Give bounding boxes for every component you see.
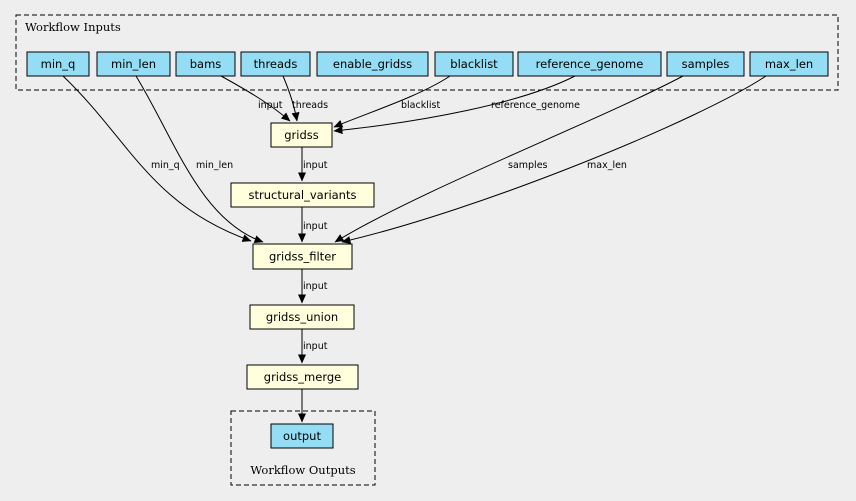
input-node-min-q[interactable]: min_q (26, 51, 90, 77)
input-node-samples[interactable]: samples (666, 51, 745, 77)
edge-line (135, 75, 264, 243)
step-node-gridss-union[interactable]: gridss_union (249, 304, 355, 330)
input-node-box[interactable] (240, 51, 311, 77)
edge-label: input (303, 281, 328, 292)
step-node-box[interactable] (246, 364, 359, 390)
step-node-box[interactable] (270, 122, 333, 148)
input-node-max-len[interactable]: max_len (749, 51, 829, 77)
edge-bams-to-gridss: input (220, 75, 291, 122)
workflow-outputs-label: Workflow Outputs (250, 463, 355, 477)
edge-label: reference_genome (491, 100, 580, 111)
input-node-box[interactable] (517, 51, 662, 77)
edge-label: input (303, 221, 328, 232)
input-node-box[interactable] (434, 51, 514, 77)
step-node-box[interactable] (249, 304, 355, 330)
input-node-box[interactable] (96, 51, 171, 77)
edge-structural_variants-to-gridss_filter: input (298, 207, 328, 243)
edge-threads-to-gridss: threads (282, 75, 328, 122)
edge-line (333, 75, 576, 135)
input-node-label: enable_gridss (333, 57, 412, 71)
input-node-box[interactable] (175, 51, 236, 77)
input-node-threads[interactable]: threads (240, 51, 311, 77)
edge-label: min_len (196, 160, 233, 171)
output-node-label: output (283, 429, 321, 443)
edge-line (333, 75, 451, 128)
edge-label: input (303, 160, 328, 171)
output-node-output[interactable]: output (270, 423, 334, 449)
edge-samples-to-gridss_filter: samples (334, 75, 684, 243)
workflow-inputs-cluster: Workflow Inputs (15, 14, 839, 91)
workflow-outputs-cluster: Workflow Outputs (230, 410, 376, 486)
edge-min_q-to-gridss_filter: min_q (62, 75, 252, 242)
step-node-gridss-merge[interactable]: gridss_merge (246, 364, 359, 390)
step-node-label: gridss_merge (264, 370, 341, 384)
step-node-structural-variants[interactable]: structural_variants (230, 182, 375, 208)
input-node-box[interactable] (749, 51, 829, 77)
edge-line (62, 75, 252, 242)
edge-line (282, 75, 300, 122)
step-node-label: gridss (284, 128, 319, 142)
edge-gridss-to-structural_variants: input (298, 147, 328, 182)
input-node-box[interactable] (666, 51, 745, 77)
edge-label: input (303, 341, 328, 352)
workflow-inputs-label: Workflow Inputs (25, 20, 121, 34)
edge-min_len-to-gridss_filter: min_len (135, 75, 264, 243)
edge-label: blacklist (401, 100, 440, 111)
edge-line (220, 75, 291, 122)
input-node-label: min_q (41, 57, 76, 71)
input-node-label: blacklist (450, 57, 498, 71)
input-node-enable-gridss[interactable]: enable_gridss (316, 51, 429, 77)
input-node-box[interactable] (316, 51, 429, 77)
input-node-label: max_len (765, 57, 813, 71)
edge-label: threads (292, 100, 328, 111)
edge-label: min_q (151, 160, 180, 171)
edge-blacklist-to-gridss: blacklist (333, 75, 451, 128)
input-node-reference-genome[interactable]: reference_genome (517, 51, 662, 77)
edge-gridss_filter-to-gridss_union: input (298, 269, 328, 304)
input-node-label: reference_genome (536, 57, 644, 71)
edge-label: max_len (587, 160, 627, 171)
edge-line (341, 75, 767, 244)
step-node-gridss-filter[interactable]: gridss_filter (252, 243, 353, 270)
edge-gridss_union-to-gridss_merge: input (298, 329, 328, 364)
input-node-label: bams (190, 57, 222, 71)
input-node-box[interactable] (26, 51, 90, 77)
input-node-label: threads (254, 57, 298, 71)
edge-label: input (258, 100, 283, 111)
step-node-box[interactable] (230, 182, 375, 208)
workflow-outputs-border (230, 410, 376, 486)
input-node-label: min_len (111, 57, 156, 71)
edge-max_len-to-gridss_filter: max_len (341, 75, 767, 244)
edge-line (334, 75, 684, 243)
workflow-inputs-border (15, 14, 839, 91)
step-node-gridss[interactable]: gridss (270, 122, 333, 148)
input-node-blacklist[interactable]: blacklist (434, 51, 514, 77)
step-node-box[interactable] (252, 243, 353, 270)
input-node-bams[interactable]: bams (175, 51, 236, 77)
input-node-label: samples (682, 57, 730, 71)
step-node-label: gridss_filter (269, 250, 336, 264)
step-node-label: structural_variants (249, 188, 357, 202)
edge-label: samples (508, 160, 548, 171)
output-node-box[interactable] (270, 423, 334, 449)
edge-reference_genome-to-gridss: reference_genome (333, 75, 580, 135)
input-node-min-len[interactable]: min_len (96, 51, 171, 77)
step-node-label: gridss_union (266, 310, 338, 324)
